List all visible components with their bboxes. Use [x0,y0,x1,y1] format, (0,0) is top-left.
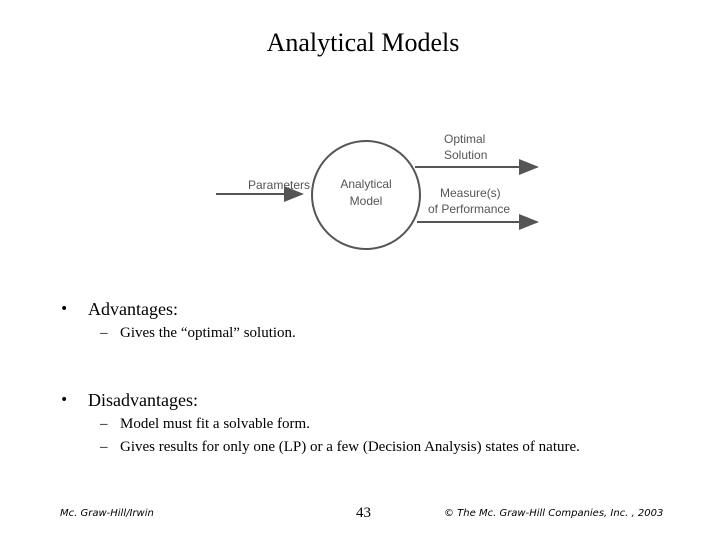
advantages-heading: Advantages: [88,299,178,319]
dash-glyph: – [100,439,108,455]
footer-copyright: © The Mc. Graw-Hill Companies, Inc. , 20… [444,508,664,519]
page-number: 43 [356,505,371,521]
bullet-glyph: • [60,301,69,317]
subitem-text: Gives the “optimal” solution. [120,325,296,341]
measures-label: Measure(s) [440,186,501,200]
disadvantages-subitem: –Gives results for only one (LP) or a fe… [100,437,580,457]
disadvantages-heading: Disadvantages: [88,390,198,410]
model-circle [311,140,421,250]
performance-label: of Performance [428,202,510,216]
optimal-label: Optimal [444,132,485,146]
solution-label: Solution [444,148,487,162]
parameters-label: Parameters [248,178,310,192]
subitem-text: Model must fit a solvable form. [120,416,310,432]
disadvantages-subitem: –Model must fit a solvable form. [100,414,310,434]
advantages-subitem: –Gives the “optimal” solution. [100,323,296,343]
model-label-line2: Model [350,194,383,208]
dash-glyph: – [100,416,108,432]
slide-title: Analytical Models [266,28,460,57]
bullet-glyph: • [60,392,69,408]
dash-glyph: – [100,325,108,341]
diagram-svg: Parameters Analytical Model Optimal Solu… [216,132,539,250]
subitem-text: Gives results for only one (LP) or a few… [120,439,580,455]
model-label-line1: Analytical [340,177,391,191]
footer-publisher: Mc. Graw-Hill/Irwin [60,508,154,519]
analytical-model-diagram: Parameters Analytical Model Optimal Solu… [210,125,550,255]
